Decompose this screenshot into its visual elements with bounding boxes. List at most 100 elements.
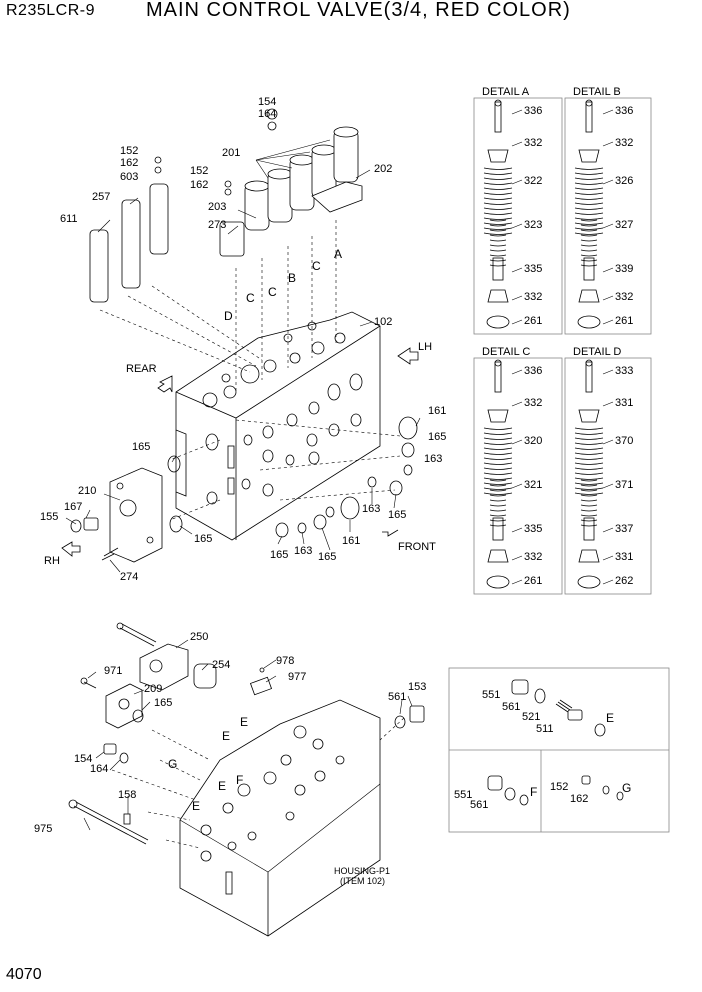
- direction-arrows: [61, 347, 419, 557]
- callout-E4: E: [192, 799, 200, 813]
- detail-leader: [511, 579, 523, 585]
- callout-102: 102: [374, 316, 392, 328]
- bolt-head-shape: [585, 359, 593, 367]
- detail-part-number: 261: [615, 315, 633, 327]
- lower-seat-shape: [487, 549, 509, 563]
- bolt-head-shape: [494, 99, 502, 107]
- detail-leader: [511, 267, 523, 273]
- housing-note-line2: (ITEM 102): [340, 876, 385, 886]
- inset-f-part: 551: [454, 789, 472, 801]
- inset-g-part: 162: [570, 793, 588, 805]
- detail-part-number: 337: [615, 523, 633, 535]
- callout-158: 158: [118, 789, 136, 801]
- callout-155: 155: [40, 511, 58, 523]
- detail-part-number: 371: [615, 479, 633, 491]
- detail-leader: [602, 319, 614, 325]
- inset-e-part: 511: [536, 723, 554, 735]
- detail-leader: [602, 579, 614, 585]
- detail-part-number: 332: [615, 137, 633, 149]
- callout-163c: 163: [294, 545, 312, 557]
- outer-spring-shape: [483, 427, 513, 495]
- callout-161b: 161: [342, 535, 360, 547]
- detail-leader: [602, 439, 614, 445]
- spool-letter-B: B: [288, 271, 296, 285]
- detail-part-number: 331: [615, 551, 633, 563]
- direction-front: FRONT: [398, 541, 436, 553]
- detail-part-number: 331: [615, 397, 633, 409]
- detail-title: DETAIL B: [573, 86, 621, 98]
- detail-leader: [511, 179, 523, 185]
- detail-part-number: 332: [524, 551, 542, 563]
- callout-611: 611: [60, 213, 78, 225]
- detail-leader: [511, 141, 523, 147]
- detail-leader: [511, 319, 523, 325]
- detail-title: DETAIL C: [482, 346, 530, 358]
- page-title: MAIN CONTROL VALVE(3/4, RED COLOR): [146, 0, 571, 21]
- detail-title: DETAIL D: [573, 346, 621, 358]
- callout-G: G: [168, 757, 177, 771]
- detail-leader: [511, 295, 523, 301]
- callout-274: 274: [120, 571, 138, 583]
- detail-leader: [602, 267, 614, 273]
- detail-panels: [448, 97, 670, 833]
- detail-leader: [602, 109, 614, 115]
- detail-part-number: 335: [524, 523, 542, 535]
- spacer-shape: [492, 257, 504, 281]
- callout-161a: 161: [428, 405, 446, 417]
- callout-154a: 154: [258, 96, 276, 108]
- callout-165c: 165: [388, 509, 406, 521]
- spacer-shape: [583, 517, 595, 541]
- callout-250: 250: [190, 631, 208, 643]
- outer-spring-shape: [574, 167, 604, 235]
- centre-lines: [99, 220, 401, 521]
- direction-rh: RH: [44, 555, 60, 567]
- detail-part-number: 262: [615, 575, 633, 587]
- detail-part-number: 323: [524, 219, 542, 231]
- inset-g-letter: G: [622, 781, 631, 795]
- spool-letter-A: A: [334, 247, 342, 261]
- callout-202: 202: [374, 163, 392, 175]
- detail-leader: [602, 223, 614, 229]
- o-ring-shape: [577, 315, 601, 329]
- detail-leader: [602, 141, 614, 147]
- detail-part-number: 332: [524, 137, 542, 149]
- callout-165e: 165: [270, 549, 288, 561]
- callout-167: 167: [64, 501, 82, 513]
- callout-165f: 165: [194, 533, 212, 545]
- inner-spring-shape: [580, 219, 598, 267]
- detail-part-number: 322: [524, 175, 542, 187]
- spring-seat-shape: [487, 149, 509, 163]
- callout-152a: 152: [120, 145, 138, 157]
- callout-165d: 165: [318, 551, 336, 563]
- callout-210: 210: [78, 485, 96, 497]
- callout-975: 975: [34, 823, 52, 835]
- bolt-shape: [494, 361, 502, 393]
- detail-leader: [602, 369, 614, 375]
- inset-f-part: 561: [470, 799, 488, 811]
- detail-part-number: 320: [524, 435, 542, 447]
- callout-164a: 164: [258, 108, 276, 120]
- spring-seat-shape: [578, 409, 600, 423]
- lower-valve-assembly: [68, 622, 425, 937]
- detail-leader: [511, 109, 523, 115]
- callout-273: 273: [208, 219, 226, 231]
- upper-valve-assembly: [61, 108, 419, 563]
- callout-163b: 163: [362, 503, 380, 515]
- callout-977: 977: [288, 671, 306, 683]
- bolt-shape: [494, 101, 502, 133]
- callout-F: F: [236, 773, 243, 787]
- leader-lines-upper: [65, 139, 421, 573]
- o-rings-upper: [167, 416, 418, 538]
- detail-leader: [602, 401, 614, 407]
- spacer-shape: [492, 517, 504, 541]
- detail-part-number: 332: [524, 397, 542, 409]
- centre-lines-lower: [111, 717, 405, 849]
- detail-title: DETAIL A: [482, 86, 530, 98]
- direction-lh: LH: [418, 341, 432, 353]
- inset-e-part: 561: [502, 701, 520, 713]
- detail-part-number: 370: [615, 435, 633, 447]
- bolt-head-shape: [494, 359, 502, 367]
- valve-block-housing: [175, 311, 381, 541]
- callout-153: 153: [408, 681, 426, 693]
